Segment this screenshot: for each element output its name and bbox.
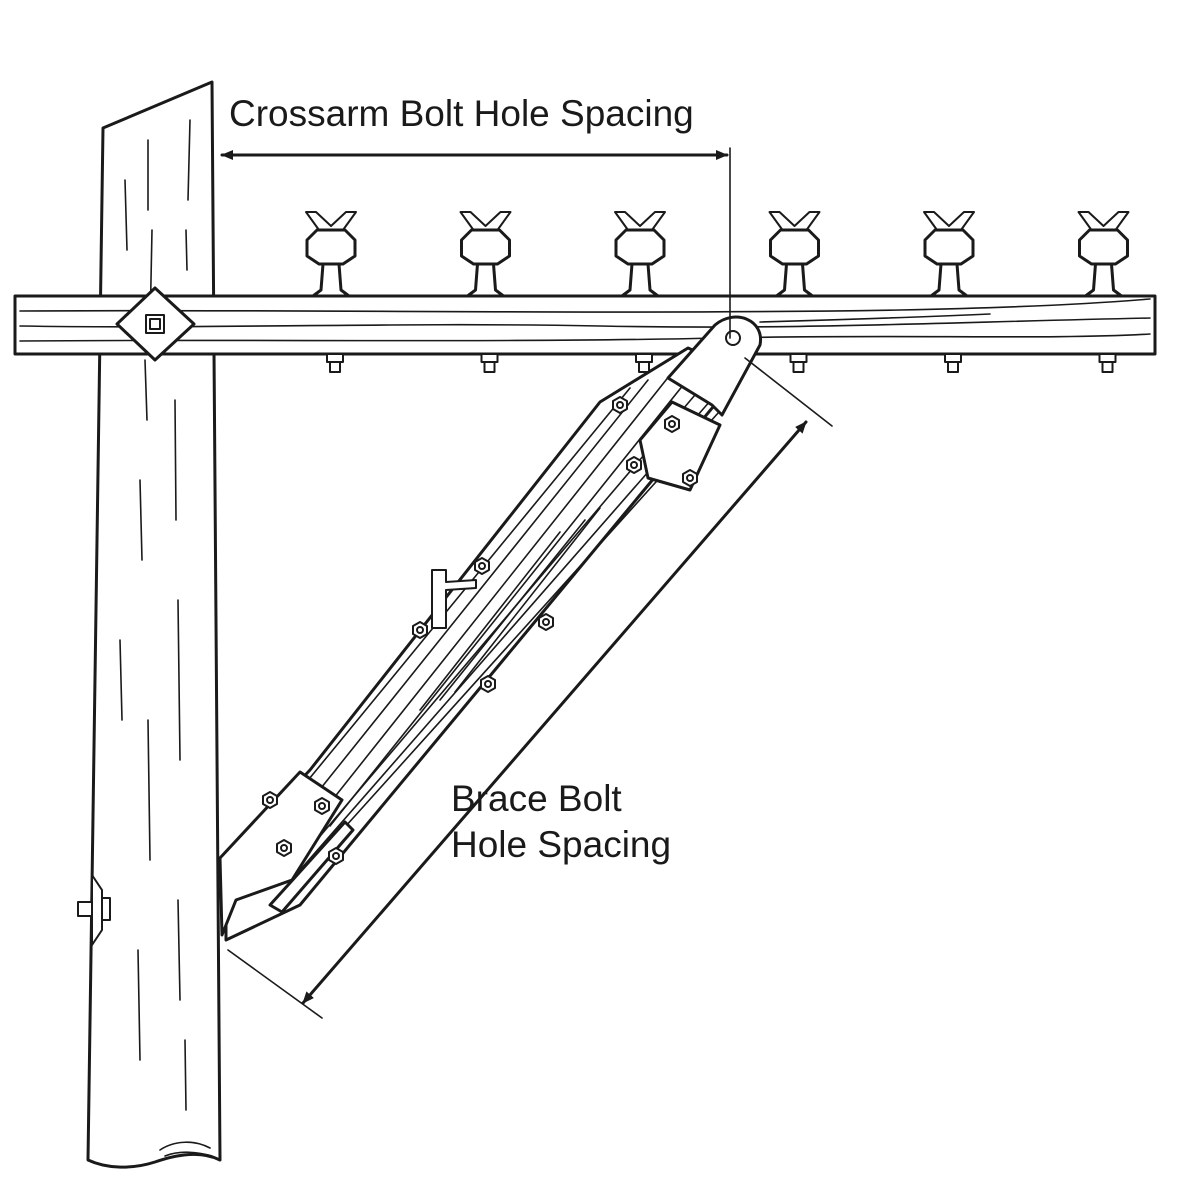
pole: [77, 80, 222, 1169]
crossarm-bolt-group: [326, 353, 1117, 373]
insulator: [923, 211, 975, 298]
brace-bolt: [664, 415, 680, 433]
brace-bolt: [480, 675, 496, 693]
crossarm-bolt: [1098, 353, 1117, 373]
brace-bolt: [314, 797, 330, 815]
brace-bolt: [262, 791, 278, 809]
crossarm-bolt: [326, 353, 344, 373]
brace-spacing-label-line1: Brace Bolt: [451, 778, 622, 819]
brace-bolt: [328, 847, 344, 865]
brace-bolt: [612, 396, 628, 414]
crossarm: [13, 286, 1157, 362]
insulator: [1077, 211, 1130, 298]
crossarm-bolt: [480, 353, 499, 373]
insulator: [614, 211, 666, 298]
brace-bolt: [682, 469, 698, 487]
insulator: [305, 211, 357, 298]
brace-bolt: [276, 839, 292, 857]
brace-bolt: [538, 613, 554, 631]
crossarm-spacing-label: Crossarm Bolt Hole Spacing: [229, 93, 694, 134]
brace-bolt: [412, 621, 428, 639]
brace-dimension: [227, 357, 833, 1019]
brace-bolt: [626, 456, 642, 474]
brace-spacing-label-line2: Hole Spacing: [451, 824, 672, 865]
insulator: [768, 211, 821, 298]
crossarm-bolt: [944, 353, 962, 373]
crossarm-dimension: [220, 147, 731, 339]
insulator-group: [305, 211, 1130, 298]
crossarm-bolt: [635, 353, 653, 373]
brace-bolt: [474, 557, 490, 575]
crossarm-bolt: [789, 353, 808, 373]
insulator: [459, 211, 512, 298]
